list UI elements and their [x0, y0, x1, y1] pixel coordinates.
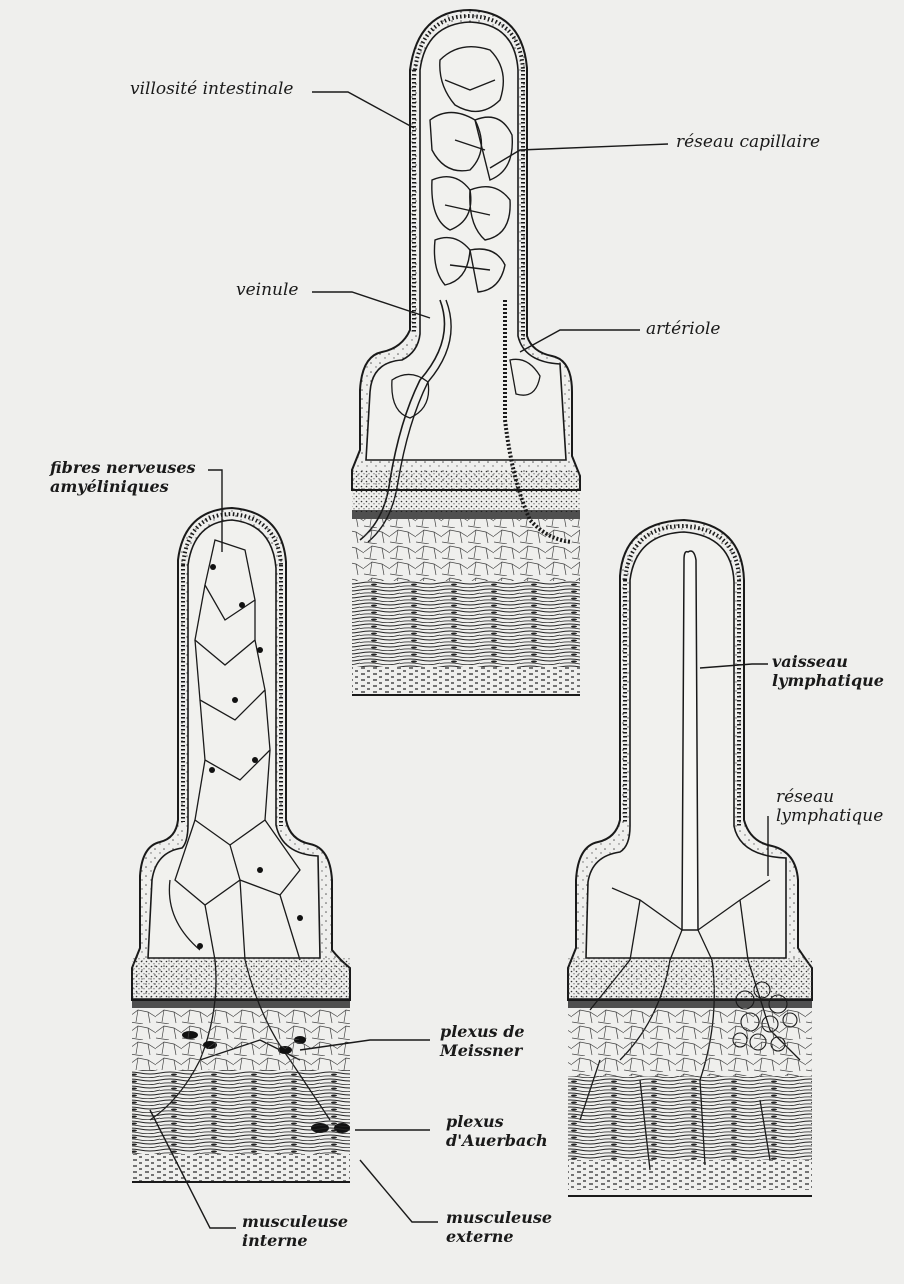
- label-musculeuse-externe: musculeuse externe: [446, 1208, 552, 1246]
- label-villosite-intestinale: villosité intestinale: [130, 80, 293, 99]
- label-musc-externe-line2: externe: [446, 1227, 552, 1246]
- label-arteriole: artériole: [646, 320, 720, 339]
- label-meissner-line2: Meissner: [440, 1041, 525, 1060]
- label-vaisseau-lymphatique: vaisseau lymphatique: [772, 652, 884, 690]
- label-reseau-lymphatique: réseau lymphatique: [776, 788, 883, 826]
- label-auerbach-line2: d'Auerbach: [446, 1131, 548, 1150]
- label-vaisseau-line1: vaisseau: [772, 652, 884, 671]
- label-vaisseau-line2: lymphatique: [772, 671, 884, 690]
- label-auerbach-line1: plexus: [446, 1112, 548, 1131]
- label-fibres-line1: fibres nerveuses: [50, 458, 196, 477]
- label-musc-externe-line1: musculeuse: [446, 1208, 552, 1227]
- label-musc-interne-line2: interne: [242, 1231, 348, 1250]
- label-plexus-meissner: plexus de Meissner: [440, 1022, 525, 1060]
- label-reseau-lymph-line2: lymphatique: [776, 807, 883, 826]
- label-veinule: veinule: [236, 281, 299, 300]
- label-reseau-capillaire: réseau capillaire: [676, 133, 820, 152]
- label-meissner-line1: plexus de: [440, 1022, 525, 1041]
- villus-lymphatic: [568, 520, 812, 1196]
- label-musculeuse-interne: musculeuse interne: [242, 1212, 348, 1250]
- label-fibres-line2: amyéliniques: [50, 477, 196, 496]
- villus-nerve: [132, 508, 350, 1182]
- label-fibres-nerveuses: fibres nerveuses amyéliniques: [50, 458, 196, 496]
- label-reseau-lymph-line1: réseau: [776, 788, 883, 807]
- label-musc-interne-line1: musculeuse: [242, 1212, 348, 1231]
- label-plexus-auerbach: plexus d'Auerbach: [446, 1112, 548, 1150]
